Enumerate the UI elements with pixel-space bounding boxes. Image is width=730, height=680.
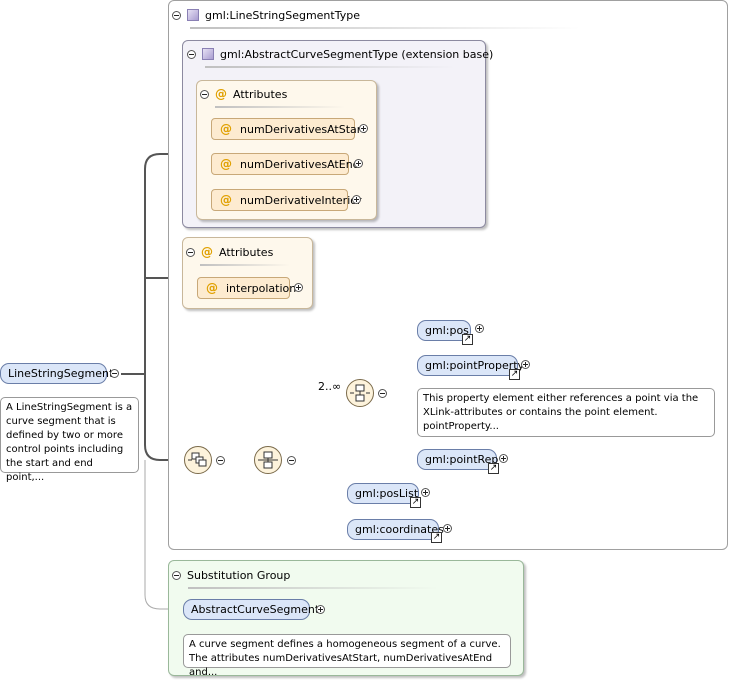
substitution-group-doc: A curve segment defines a homogeneous se… [183, 634, 511, 678]
attributes-title-1: Attributes [233, 87, 288, 101]
pointProperty-doc: This property element either references … [417, 388, 715, 437]
collapse-icon[interactable] [216, 456, 225, 465]
reference-arrow-icon: ↗ [462, 334, 473, 345]
attribute-icon: @ [215, 87, 227, 101]
attribute-icon: @ [206, 281, 218, 295]
choice-cardinality: 2..∞ [318, 380, 342, 393]
reference-arrow-icon: ↗ [410, 497, 421, 508]
expand-icon[interactable] [352, 195, 361, 204]
collapse-icon[interactable] [172, 570, 181, 580]
type-box-title: gml:LineStringSegmentType [205, 8, 360, 22]
type-box-header: gml:LineStringSegmentType [172, 6, 360, 24]
element-gml-pointProperty[interactable]: gml:pointProperty [417, 355, 524, 376]
element-gml-pos[interactable]: gml:pos [417, 320, 471, 341]
attribute-icon: @ [220, 122, 232, 136]
substitution-group-title: Substitution Group [187, 568, 291, 582]
choice-compositor[interactable] [346, 379, 374, 407]
collapse-icon[interactable] [200, 89, 209, 99]
expand-icon[interactable] [499, 454, 508, 463]
attribute-icon: @ [220, 157, 232, 171]
sequence-compositor-1[interactable] [184, 446, 212, 474]
sequence-compositor-2[interactable] [254, 446, 282, 474]
attribute-numDerivativesAtEnd[interactable]: @ numDerivativesAtEnd [211, 153, 360, 175]
attribute-interpolation[interactable]: @ interpolation [197, 277, 296, 299]
element-gml-pointRep[interactable]: gml:pointRep [417, 449, 498, 470]
extension-base-header: gml:AbstractCurveSegmentType (extension … [187, 45, 493, 63]
attributes-title-2: Attributes [219, 245, 274, 259]
expand-icon[interactable] [359, 124, 368, 133]
root-element-LineStringSegment[interactable]: LineStringSegment [0, 363, 113, 384]
collapse-icon[interactable] [172, 10, 181, 20]
collapse-icon[interactable] [187, 49, 196, 59]
expand-icon[interactable] [443, 524, 452, 533]
element-gml-coordinates[interactable]: gml:coordinates [347, 519, 444, 540]
expand-icon[interactable] [316, 605, 325, 614]
reference-arrow-icon: ↗ [509, 369, 520, 380]
attribute-numDerivativeInterior[interactable]: @ numDerivativeInterior [211, 189, 362, 211]
complex-type-icon [187, 9, 199, 21]
expand-icon[interactable] [521, 360, 530, 369]
collapse-icon[interactable] [378, 389, 387, 398]
element-AbstractCurveSegment[interactable]: AbstractCurveSegment [183, 599, 319, 620]
expand-icon[interactable] [354, 159, 363, 168]
collapse-icon[interactable] [287, 456, 296, 465]
collapse-icon[interactable] [110, 369, 119, 378]
complex-type-icon [202, 48, 214, 60]
element-gml-posList[interactable]: gml:posList [347, 483, 419, 504]
collapse-icon[interactable] [186, 247, 195, 257]
root-element-doc: A LineStringSegment is a curve segment t… [0, 397, 139, 483]
reference-arrow-icon: ↗ [488, 463, 499, 474]
reference-arrow-icon: ↗ [431, 532, 442, 543]
attributes-header-2: @ Attributes [186, 243, 273, 261]
extension-base-title: gml:AbstractCurveSegmentType (extension … [220, 47, 494, 61]
expand-icon[interactable] [475, 324, 484, 333]
substitution-group-header: Substitution Group [172, 566, 290, 584]
expand-icon[interactable] [421, 488, 430, 497]
attributes-header-1: @ Attributes [200, 85, 287, 103]
attribute-icon: @ [220, 193, 232, 207]
attribute-numDerivativesAtStart[interactable]: @ numDerivativesAtStart [211, 118, 366, 140]
attribute-icon: @ [201, 245, 213, 259]
expand-icon[interactable] [294, 283, 303, 292]
